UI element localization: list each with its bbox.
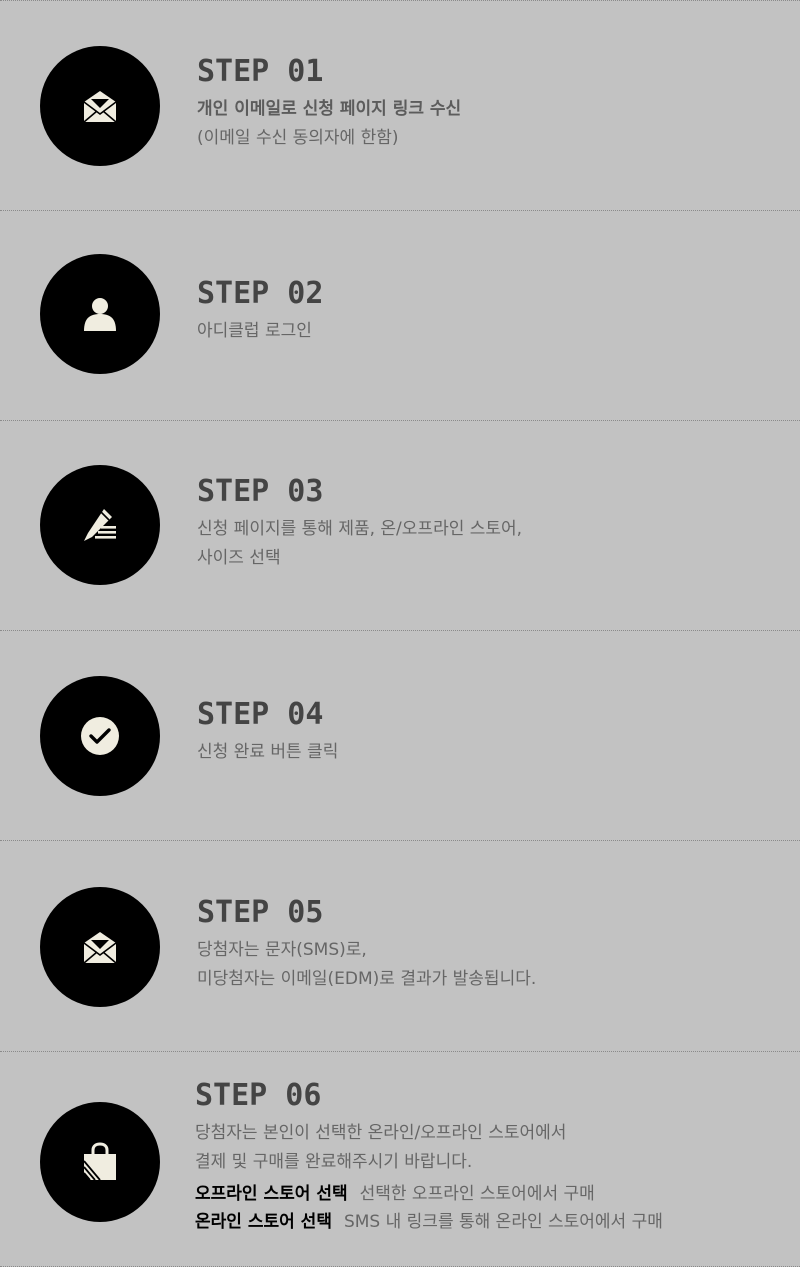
step-desc-line: 신청 완료 버튼 클릭	[197, 742, 339, 762]
step-05-icon-circle	[40, 887, 160, 1007]
step-title: STEP 06	[195, 1078, 322, 1113]
step-title: STEP 01	[197, 54, 324, 89]
step-desc-line: 미당첨자는 이메일(EDM)로 결과가 발송됩니다.	[197, 969, 537, 989]
option-desc: 선택한 오프라인 스토어에서 구매	[359, 1184, 595, 1204]
step-02: STEP 02 아디클럽 로그인	[0, 210, 800, 421]
step-desc-line: 사이즈 선택	[197, 548, 281, 568]
step-06-icon-circle	[40, 1102, 160, 1222]
shopping-bag-icon	[83, 1142, 116, 1181]
pencil-icon	[84, 509, 116, 541]
step-desc-line: 개인 이메일로 신청 페이지 링크 수신	[197, 99, 462, 119]
option-online-store: 온라인 스토어 선택 SMS 내 링크를 통해 온라인 스토어에서 구매	[195, 1208, 780, 1236]
option-label: 온라인 스토어 선택	[195, 1212, 332, 1232]
step-title: STEP 03	[197, 474, 324, 509]
user-icon	[84, 298, 116, 331]
envelope-open-icon	[83, 932, 117, 964]
step-02-icon-circle	[40, 254, 160, 374]
step-desc-line: (이메일 수신 동의자에 한함)	[197, 128, 399, 148]
step-desc-line: 아디클럽 로그인	[197, 321, 312, 341]
step-03: STEP 03 신청 페이지를 통해 제품, 온/오프라인 스토어, 사이즈 선…	[0, 420, 800, 631]
step-desc-line: 신청 페이지를 통해 제품, 온/오프라인 스토어,	[197, 519, 523, 539]
step-title: STEP 05	[197, 895, 324, 930]
step-desc-line: 당첨자는 본인이 선택한 온라인/오프라인 스토어에서	[195, 1123, 567, 1143]
step-01: STEP 01 개인 이메일로 신청 페이지 링크 수신 (이메일 수신 동의자…	[0, 0, 800, 211]
step-03-icon-circle	[40, 465, 160, 585]
step-05: STEP 05 당첨자는 문자(SMS)로, 미당첨자는 이메일(EDM)로 결…	[0, 840, 800, 1052]
option-label: 오프라인 스토어 선택	[195, 1184, 348, 1204]
step-04-icon-circle	[40, 676, 160, 796]
option-offline-store: 오프라인 스토어 선택 선택한 오프라인 스토어에서 구매	[195, 1180, 780, 1208]
step-desc-line: 당첨자는 문자(SMS)로,	[197, 940, 367, 960]
step-01-icon-circle	[40, 46, 160, 166]
check-circle-icon	[81, 717, 119, 755]
step-06: STEP 06 당첨자는 본인이 선택한 온라인/오프라인 스토어에서 결제 및…	[0, 1051, 800, 1267]
step-04: STEP 04 신청 완료 버튼 클릭	[0, 630, 800, 841]
step-desc-line: 결제 및 구매를 완료해주시기 바랍니다.	[195, 1152, 473, 1172]
step-title: STEP 04	[197, 697, 324, 732]
step-title: STEP 02	[197, 276, 324, 311]
option-desc: SMS 내 링크를 통해 온라인 스토어에서 구매	[343, 1212, 663, 1232]
envelope-open-icon	[83, 91, 117, 123]
